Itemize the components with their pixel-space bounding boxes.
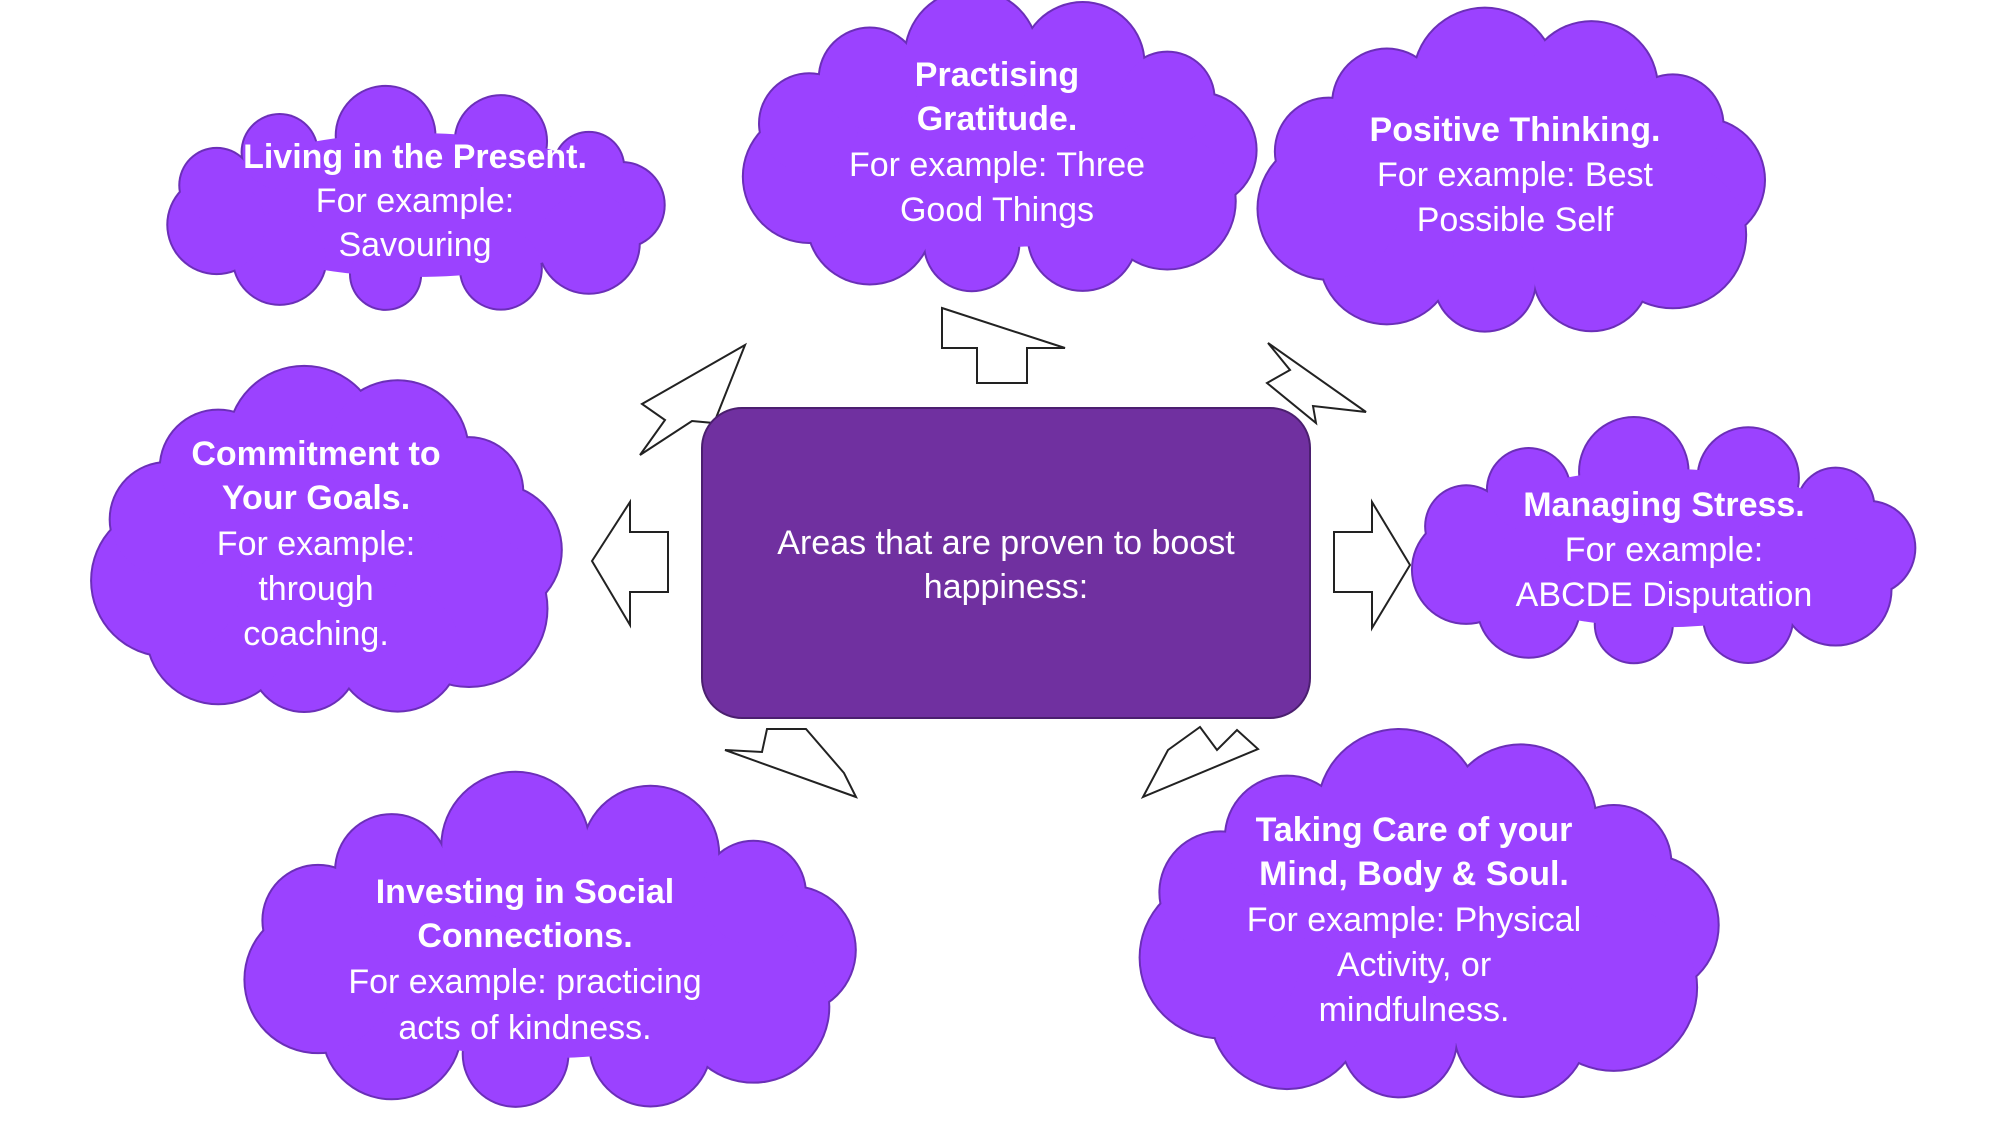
cloud-puff [905, 0, 1038, 123]
cloud-puff [1780, 534, 1891, 645]
cloud-puff [582, 786, 719, 923]
cloud-puff [335, 586, 460, 711]
cloud-shape [1256, 6, 1766, 333]
cloud-shape [166, 84, 666, 311]
cloud-puff [1341, 982, 1456, 1097]
arrow-up [941, 306, 1066, 384]
cloud-title-line: Practising [915, 56, 1079, 94]
cloud-shape [741, 0, 1258, 293]
cloud-puff [1028, 182, 1137, 290]
cloud-shape [90, 364, 563, 714]
cloud-puff [678, 931, 829, 1082]
cloud-body-line: For example: practicing [348, 963, 701, 1001]
clouds: Living in the Present. For example: Savo… [90, 0, 1917, 1108]
cloud-body-line: For example: [316, 182, 514, 220]
cloud-title-line: Mind, Body & Soul. [1259, 855, 1569, 893]
cloud-title-line: Living in the Present. [243, 138, 587, 176]
cloud-title-line: Managing Stress. [1523, 486, 1805, 524]
arrow-down-right [1140, 725, 1260, 800]
cloud-living-in-the-present: Living in the Present. For example: Savo… [166, 84, 666, 311]
cloud-puff [924, 196, 1019, 291]
cloud-puff [1413, 8, 1556, 151]
cloud-shape [243, 770, 857, 1108]
cloud-practising-gratitude: Practising Gratitude. For example: Three… [741, 0, 1258, 293]
cloud-puff [1318, 730, 1480, 892]
cloud-puff [460, 228, 541, 309]
cloud-shape [1410, 416, 1917, 665]
arrows [590, 306, 1412, 800]
cloud-puff [455, 96, 547, 187]
center-box [701, 407, 1311, 719]
cloud-puff [1698, 428, 1798, 528]
cloud-puff [415, 438, 523, 545]
cloud-puff [1434, 230, 1535, 331]
cloud-puff [554, 132, 624, 202]
cloud-puff [350, 239, 421, 309]
cloud-body-line: Possible Self [1417, 201, 1614, 239]
cloud-body-line: For example: [217, 525, 415, 563]
cloud-puff [819, 28, 920, 129]
cloud-puff [1021, 3, 1144, 126]
cloud-puff [1623, 75, 1723, 175]
cloud-commitment-to-your-goals: Commitment to Your Goals. For example: t… [90, 364, 563, 714]
cloud-body-line: through [258, 570, 373, 608]
cloud-puff [1704, 574, 1793, 662]
cloud-title-line: Taking Care of your [1256, 811, 1573, 849]
cloud-body-line: Savouring [338, 226, 491, 264]
cloud-puff [1557, 805, 1671, 920]
cloud-puff [180, 148, 254, 222]
cloud-title-line: Gratitude. [917, 100, 1078, 138]
cloud-puff [538, 192, 639, 293]
cloud-body-line: For example: Physical [1247, 901, 1581, 939]
cloud-title-line: Investing in Social [376, 873, 675, 911]
cloud-positive-thinking: Positive Thinking. For example: Best Pos… [1256, 6, 1766, 333]
cloud-body-line: For example: Three [849, 146, 1145, 184]
cloud-body-line: ABCDE Disputation [1516, 576, 1813, 614]
cloud-taking-care-mind-body-soul: Taking Care of your Mind, Body & Soul. F… [1138, 728, 1720, 1099]
cloud-body-line: For example: Best [1377, 156, 1653, 194]
cloud-puff [701, 841, 805, 945]
cloud-puff [1487, 449, 1570, 531]
arrow-left [590, 498, 669, 629]
cloud-puff [1454, 964, 1587, 1096]
cloud-body-line: acts of kindness. [398, 1009, 651, 1047]
cloud-body-line: mindfulness. [1319, 991, 1510, 1029]
cloud-body-line: coaching. [243, 615, 389, 653]
center-node: Areas that are proven to boost happiness… [701, 407, 1311, 719]
arrow-down-left [724, 728, 859, 799]
cloud-investing-in-social-connections: Investing in Social Connections. For exa… [243, 770, 857, 1108]
cloud-puff [1333, 49, 1441, 158]
cloud-puff [1595, 586, 1672, 663]
cloud-puff [242, 115, 317, 190]
arrow-right [1333, 498, 1412, 632]
cloud-title-line: Your Goals. [222, 479, 410, 517]
cloud-shape [1138, 728, 1720, 1099]
cloud-title-line: Positive Thinking. [1370, 111, 1661, 149]
cloud-body-line: Good Things [900, 191, 1094, 229]
cloud-puff [1580, 418, 1688, 526]
cloud-managing-stress: Managing Stress. For example: ABCDE Disp… [1410, 416, 1917, 665]
cloud-puff [442, 772, 589, 920]
cloud-puff [1225, 776, 1349, 899]
cloud-puff [336, 815, 448, 927]
cloud-puff [1121, 52, 1214, 146]
center-text-line-1: Areas that are proven to boost [777, 524, 1235, 562]
cloud-puff [463, 1002, 568, 1106]
cloud-body-line: Activity, or [1337, 946, 1491, 984]
arrow-up-right [1265, 342, 1367, 426]
cloud-puff [1533, 214, 1650, 331]
cloud-body-line: For example: [1565, 531, 1763, 569]
center-text-line-2: happiness: [924, 568, 1088, 606]
cloud-puff [336, 86, 435, 185]
cloud-title-line: Connections. [417, 917, 632, 955]
cloud-puff [1797, 468, 1874, 545]
cloud-puff [590, 985, 711, 1106]
cloud-puff [1426, 486, 1507, 567]
cloud-title-line: Commitment to [191, 435, 440, 473]
